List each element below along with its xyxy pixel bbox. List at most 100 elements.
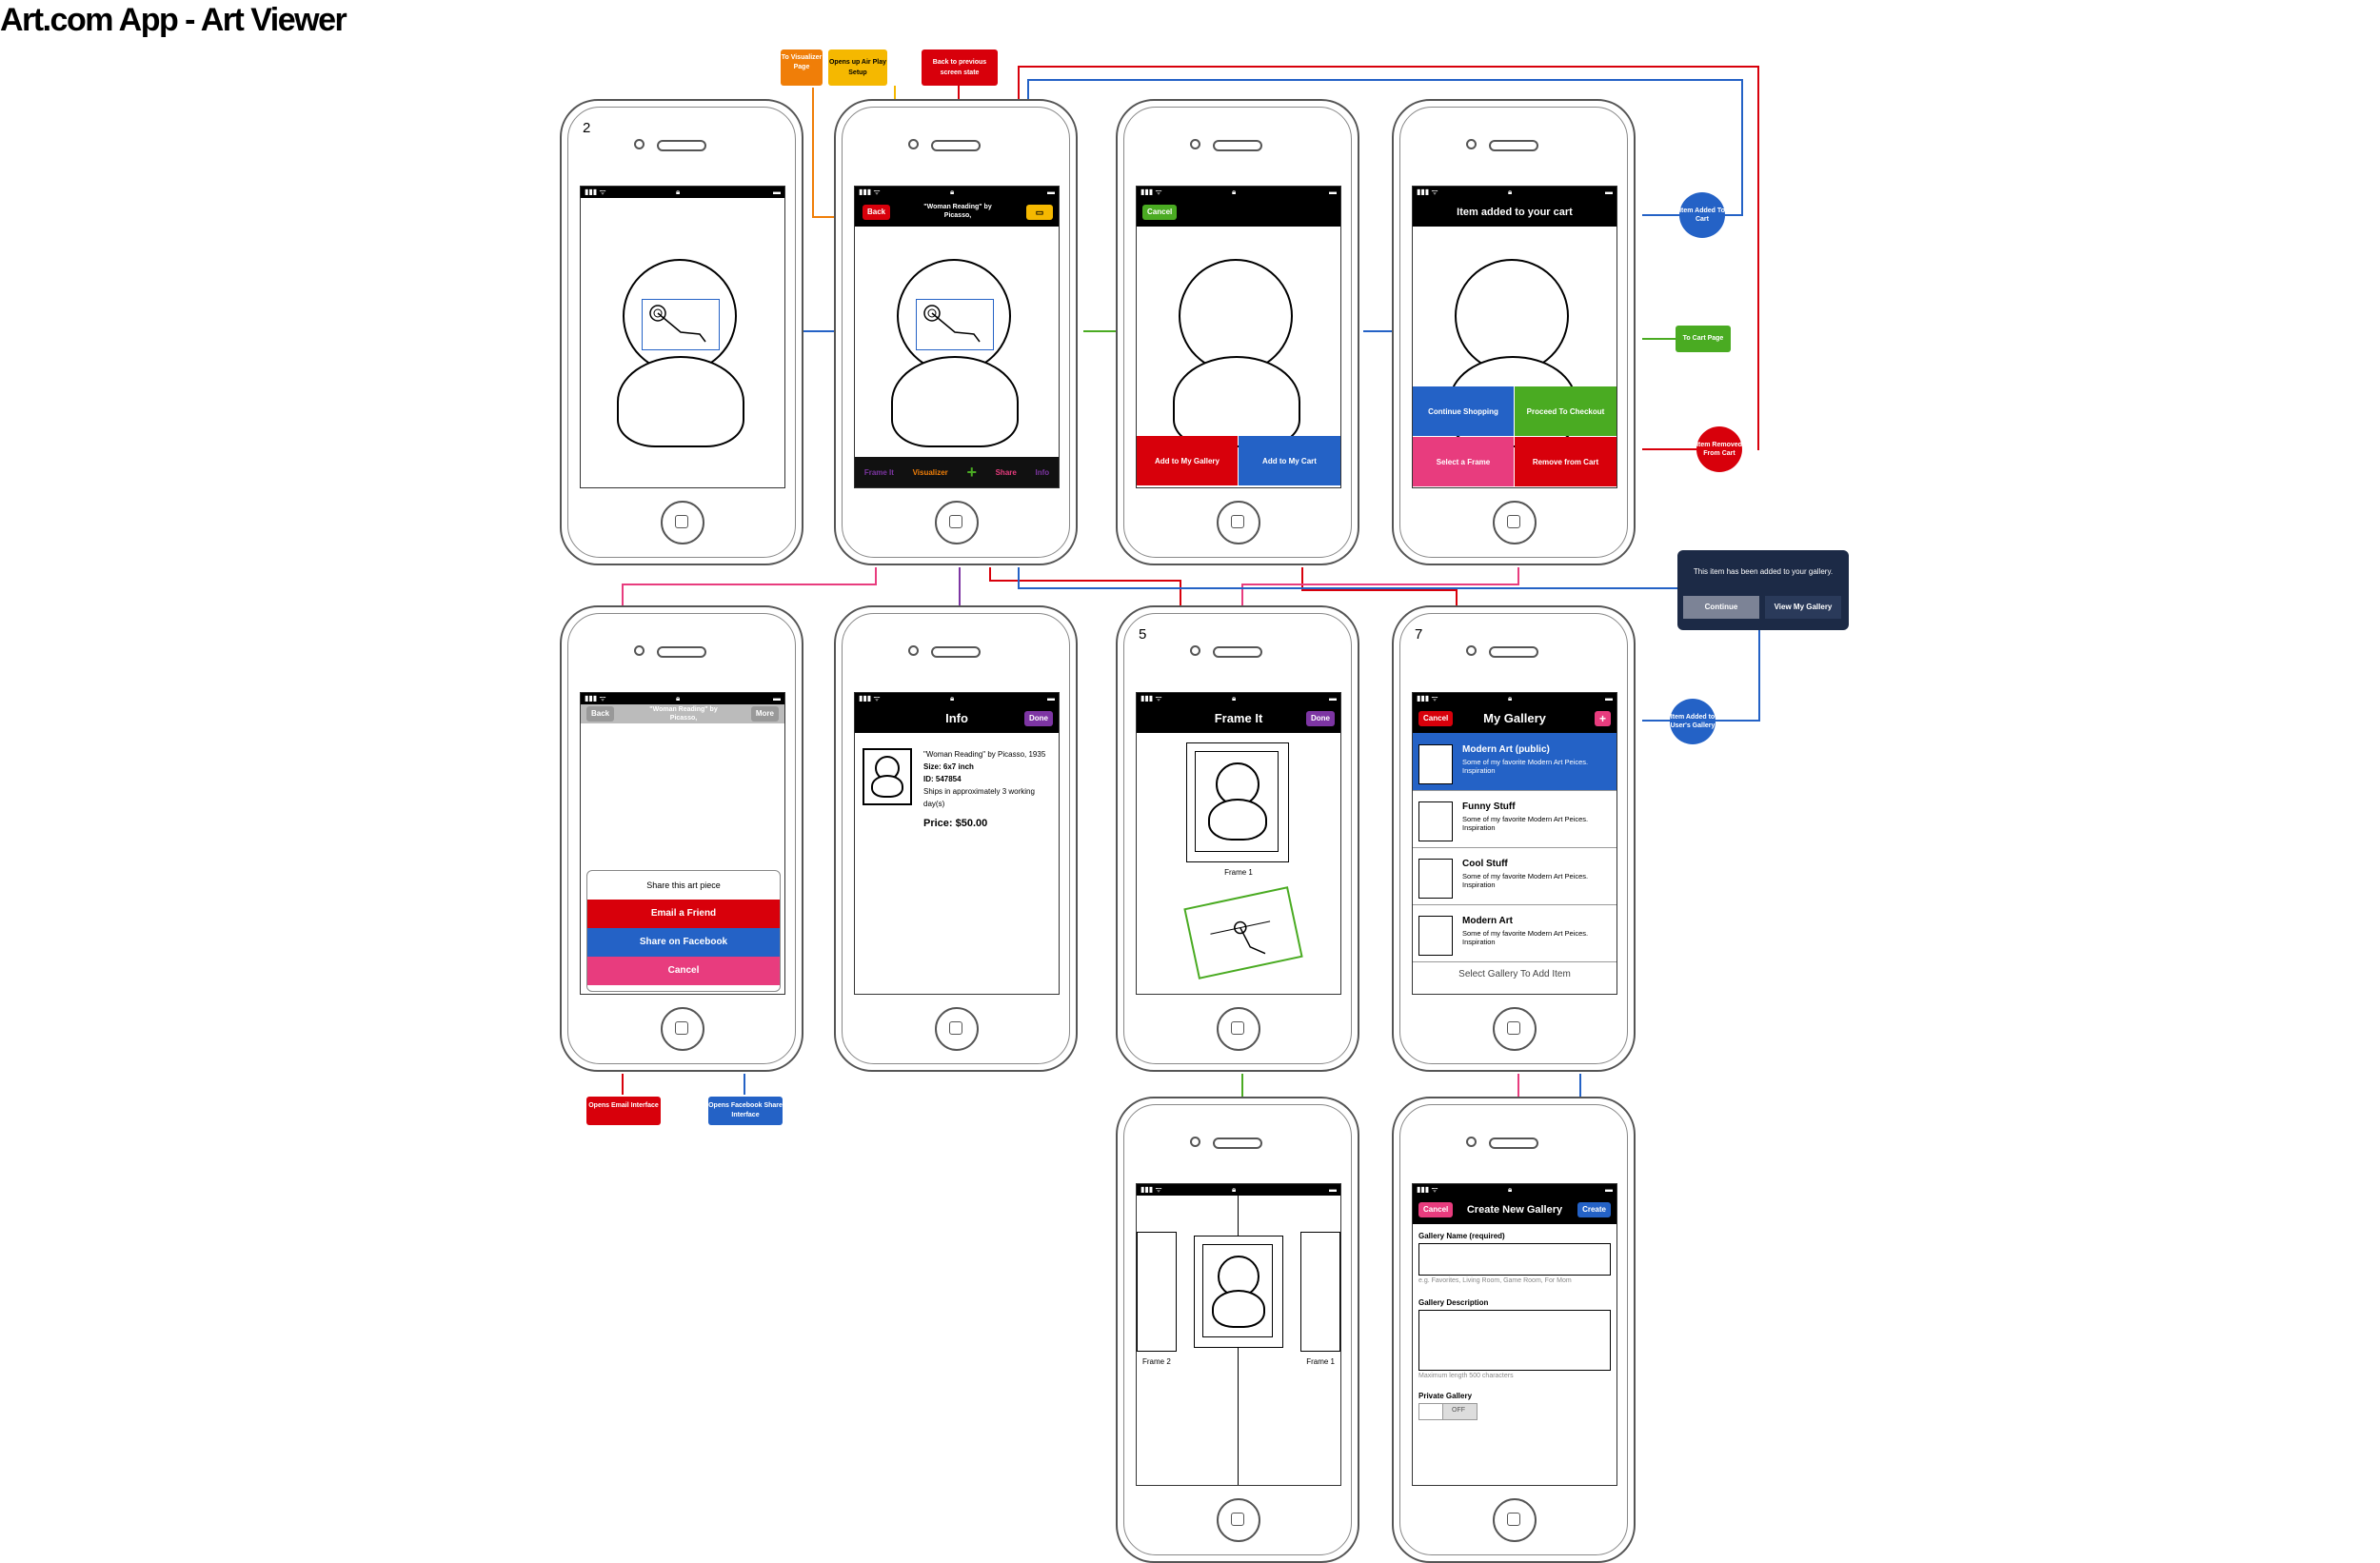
frame-it-tab[interactable]: Frame It [863,467,894,477]
to-visualizer-label[interactable]: To Visualizer Page [781,49,823,86]
artwork-title: "Woman Reading" by Picasso, [923,204,992,219]
gallery-name: Cool Stuff [1462,859,1508,869]
home-button[interactable] [935,501,979,544]
back-button[interactable]: Back [586,706,615,722]
gallery-thumb [1418,801,1453,841]
back-previous-label[interactable]: Back to previous screen state [922,49,998,86]
airplay-icon[interactable]: ▭ [1026,205,1053,220]
back-button[interactable]: Back [863,205,891,220]
screen: ▮▮▮ ᯤ🔒︎▬ Back "Woman Reading" by Picasso… [854,186,1060,488]
gallery-alert-message: This item has been added to your gallery… [1693,567,1834,576]
home-button[interactable] [1493,1007,1537,1051]
opens-email-label[interactable]: Opens Email Interface [586,1097,661,1125]
artwork-body [617,356,744,447]
swipe-frame-card[interactable] [1183,886,1303,979]
connector-s4-frame [1241,567,1519,605]
title-bar: Cancel My Gallery + [1413,704,1616,733]
gallery-alert-view-button[interactable]: View My Gallery [1765,596,1841,619]
cancel-button[interactable]: Cancel [1418,711,1454,726]
artwork-head [1179,259,1293,373]
home-button[interactable] [1217,501,1260,544]
connector-gallery-alert-up [1714,630,1760,722]
email-friend-button[interactable]: Email a Friend [587,900,780,928]
home-button[interactable] [1493,1498,1537,1542]
status-bar: ▮▮▮ ᯤ🔒︎▬ [1413,187,1616,198]
phone-my-gallery: 7 ▮▮▮ ᯤ🔒︎▬ Cancel My Gallery + Modern Ar… [1392,605,1636,1072]
to-cart-page-label[interactable]: To Cart Page [1676,326,1731,352]
home-button[interactable] [1493,501,1537,544]
frame-1-label: Frame 1 [1306,1357,1335,1366]
gallery-alert-continue-button[interactable]: Continue [1683,596,1759,619]
gallery-desc-field[interactable] [1418,1310,1611,1371]
share-sheet-title: Share this art piece [646,880,721,890]
private-gallery-toggle[interactable]: OFF [1418,1403,1478,1420]
remove-from-cart-button[interactable]: Remove from Cart [1515,437,1616,486]
phone-cart-added: ▮▮▮ ᯤ🔒︎▬ Item added to your cart Continu… [1392,99,1636,565]
more-button[interactable]: More [750,706,779,722]
continue-shopping-button[interactable]: Continue Shopping [1413,386,1514,436]
gallery-row[interactable]: Funny Stuff Some of my favorite Modern A… [1413,790,1616,848]
share-facebook-button[interactable]: Share on Facebook [587,928,780,957]
info-tab[interactable]: Info [1035,467,1050,477]
toggle-knob [1419,1404,1443,1419]
visualizer-tab[interactable]: Visualizer [912,467,948,477]
connector-s3-gallery [1301,567,1458,605]
frame-2-card[interactable] [1137,1232,1177,1352]
title-bar: Item added to your cart [1413,198,1616,227]
gallery-row[interactable]: Modern Art (public) Some of my favorite … [1413,733,1616,791]
add-to-cart-button[interactable]: Add to My Cart [1239,436,1340,485]
done-button[interactable]: Done [1024,711,1053,726]
gallery-row[interactable]: Cool Stuff Some of my favorite Modern Ar… [1413,847,1616,905]
my-gallery-title: My Gallery [1483,711,1546,725]
opens-facebook-label[interactable]: Opens Facebook Share Interface [708,1097,783,1125]
screen-number: 2 [583,120,591,136]
gallery-row[interactable]: Modern Art Some of my favorite Modern Ar… [1413,904,1616,962]
swipe-gesture-icon [1210,920,1271,955]
artwork-price: Price: $50.00 [923,818,988,829]
status-bar: ▮▮▮ ᯤ🔒︎▬ [1137,693,1340,704]
phone-frame-it: 5 ▮▮▮ ᯤ🔒︎▬ Frame It Done Frame 1 [1116,605,1359,1072]
home-button[interactable] [661,1007,704,1051]
frame-1-card[interactable] [1300,1232,1340,1352]
gallery-footer: Select Gallery To Add Item [1458,969,1571,979]
gallery-desc: Some of my favorite Modern Art Peices. I… [1462,929,1589,946]
gallery-added-alert: This item has been added to your gallery… [1677,550,1849,630]
artwork-body [891,356,1019,447]
info-title: Info [945,711,968,725]
camera [908,139,919,149]
home-button[interactable] [1217,1007,1260,1051]
create-button[interactable]: Create [1577,1202,1611,1217]
home-button[interactable] [1217,1498,1260,1542]
proceed-checkout-button[interactable]: Proceed To Checkout [1515,386,1616,436]
share-cancel-button[interactable]: Cancel [587,957,780,985]
gallery-name-field[interactable] [1418,1243,1611,1276]
screen: ▮▮▮ ᯤ🔒︎▬ Frame 2 Frame 1 [1136,1183,1341,1486]
artwork-details: "Woman Reading" by Picasso, 1935 Size: 6… [923,748,1053,830]
frame-it-title: Frame It [1214,711,1263,725]
item-removed-badge: Item Removed From Cart [1696,426,1742,472]
cancel-button[interactable]: Cancel [1418,1202,1454,1217]
add-tab[interactable]: + [966,462,977,482]
airplay-label[interactable]: Opens up Air Play Setup [828,49,887,86]
phone-art-viewer: ▮▮▮ ᯤ🔒︎▬ Back "Woman Reading" by Picasso… [834,99,1078,565]
title-bar: Back "Woman Reading" by Picasso, ▭ [855,198,1059,227]
done-button[interactable]: Done [1306,711,1335,726]
add-gallery-button[interactable]: + [1594,711,1611,726]
share-tab[interactable]: Share [995,467,1017,477]
camera [908,645,919,656]
home-button[interactable] [935,1007,979,1051]
camera [1466,139,1477,149]
speaker [931,646,981,658]
center-frame [1194,1236,1283,1348]
private-gallery-label: Private Gallery [1418,1392,1473,1400]
camera [1190,645,1200,656]
home-button[interactable] [661,501,704,544]
screen: ▮▮▮ ᯤ🔒︎▬ Item added to your cart Continu… [1412,186,1617,488]
select-frame-button[interactable]: Select a Frame [1413,437,1514,486]
cancel-button[interactable]: Cancel [1142,205,1178,220]
toggle-state: OFF [1452,1407,1465,1414]
add-to-gallery-button[interactable]: Add to My Gallery [1137,436,1238,485]
camera [634,139,645,149]
gallery-name: Funny Stuff [1462,801,1516,812]
speaker [931,140,981,151]
